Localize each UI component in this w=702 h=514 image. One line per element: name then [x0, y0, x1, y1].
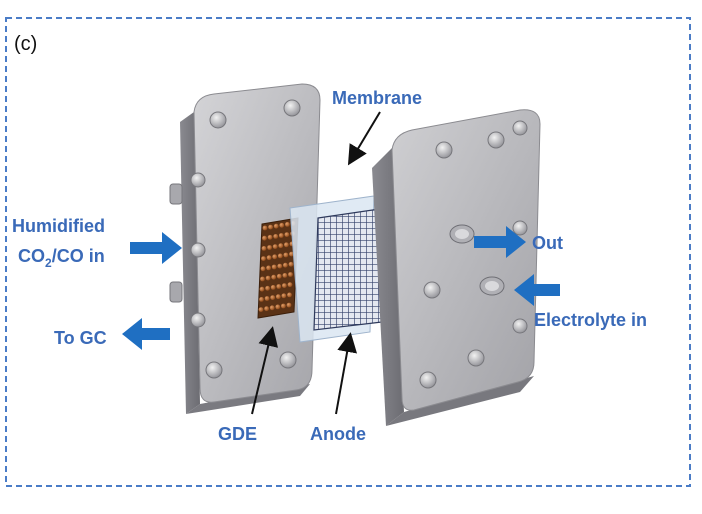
gde-stud: [258, 307, 264, 312]
gde-stud: [259, 286, 265, 292]
gde-stud: [271, 274, 277, 280]
gde-stud: [276, 284, 282, 289]
left-arrow-icon: [514, 274, 560, 306]
gde-stud: [272, 254, 278, 260]
callout-arrow-icon: [335, 332, 358, 415]
gde-stud: [287, 282, 293, 288]
callout-arrow-icon: [251, 326, 279, 415]
gde-stud: [262, 225, 268, 231]
gde-stud: [259, 297, 264, 302]
gde-stud: [262, 235, 267, 241]
anode-label: Anode: [310, 424, 366, 444]
right-arrow-icon: [130, 232, 182, 264]
right-arrow-icon: [474, 226, 526, 258]
gde-stud: [285, 222, 290, 227]
gde-stud: [284, 232, 290, 238]
gde-stud: [282, 283, 287, 288]
humidified-label: Humidified: [12, 216, 105, 236]
gde-stud: [286, 302, 292, 308]
gde-stud: [276, 273, 282, 279]
gde-stud: [261, 256, 266, 261]
membrane-label: Membrane: [332, 88, 422, 108]
gde-stud: [287, 292, 292, 298]
gde-stud: [268, 224, 273, 230]
gde-stud: [282, 273, 288, 278]
co2-co-in-label: CO2/CO in: [18, 246, 105, 270]
gde-stud: [281, 293, 287, 299]
gde-stud: [264, 296, 270, 301]
gde-stud: [279, 222, 285, 228]
gde-stud: [275, 294, 281, 300]
gde-stud: [261, 246, 267, 251]
callout-arrow-icon: [347, 111, 381, 166]
gde-stud: [266, 265, 271, 271]
gde-stud: [260, 276, 265, 282]
panel-label: (c): [14, 33, 37, 55]
left-arrow-icon: [122, 318, 170, 350]
gde-stud: [270, 285, 276, 290]
gde-stud: [288, 272, 293, 277]
gde-stud: [273, 223, 279, 229]
gde-stud: [272, 244, 278, 250]
gde-stud: [283, 252, 289, 258]
bolt-icon: [419, 120, 528, 389]
gde-stud: [275, 304, 281, 310]
gde-stud: [284, 242, 289, 248]
gde-stud: [267, 234, 273, 240]
gde-stud: [266, 255, 272, 261]
right-end-plate: [372, 109, 541, 426]
left-end-plate: [180, 83, 321, 414]
gde-stud: [277, 263, 283, 269]
gde-stud: [283, 262, 288, 268]
gde-electrode: [257, 217, 299, 319]
gde-stud: [271, 264, 277, 270]
gde-stud: [278, 243, 284, 249]
bolt-icon: [169, 99, 301, 379]
gde-stud: [277, 253, 283, 259]
gde-label: GDE: [218, 424, 257, 444]
gde-stud: [273, 234, 279, 239]
gde-stud: [267, 245, 272, 250]
gde-stud: [270, 295, 276, 300]
gde-stud: [288, 261, 294, 267]
gde-stud: [260, 266, 266, 272]
gde-stud: [269, 305, 275, 311]
to-gc-label: To GC: [54, 328, 107, 348]
out-label: Out: [532, 233, 563, 253]
gde-stud: [265, 275, 271, 281]
gde-stud: [289, 251, 294, 257]
gde-stud: [265, 285, 270, 291]
gde-stud: [281, 303, 286, 309]
port-icon: [449, 224, 505, 296]
gde-stud: [264, 306, 269, 312]
electrolyte-in-label: Electrolyte in: [534, 310, 647, 330]
dashed-frame: [5, 17, 691, 487]
gde-stud: [278, 233, 284, 238]
